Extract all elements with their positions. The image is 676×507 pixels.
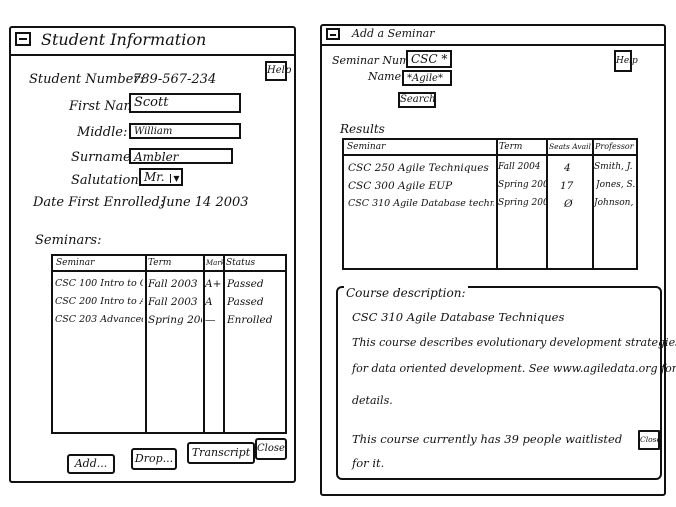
results-label: Results	[340, 122, 385, 136]
chevron-down-icon: ▼	[170, 174, 180, 183]
middle-name-field[interactable]: William	[129, 123, 241, 139]
drop-seminar-button[interactable]: Drop...	[131, 448, 177, 470]
row-status: Enrolled	[227, 314, 273, 326]
row-seminar: CSC 310 Agile Database techniques	[348, 198, 494, 209]
student-information-window: Student Information Help Student Number:…	[9, 26, 296, 483]
course-description-panel: Course description: CSC 310 Agile Databa…	[336, 286, 676, 480]
add-seminar-window: Add a Seminar Help Seminar Number: CSC *…	[320, 24, 676, 496]
seminar-number-field[interactable]: CSC *	[406, 50, 452, 68]
description-line: This course currently has 39 people wait…	[352, 432, 623, 446]
middle-label: Middle:	[77, 125, 128, 140]
row-term: Fall 2003	[148, 278, 198, 290]
row-seminar: CSC 203 Advanced AM	[55, 314, 143, 325]
salutation-dropdown[interactable]: Mr. ▼	[139, 168, 183, 186]
row-status: Passed	[227, 278, 264, 290]
close-button[interactable]: Close	[255, 438, 287, 460]
row-term: Spring 2004	[498, 198, 546, 208]
row-term: Fall 2004	[498, 162, 541, 172]
results-table[interactable]: Seminar Term Seats Avail Professor CSC 2…	[342, 138, 638, 270]
row-seats: 17	[560, 180, 574, 192]
description-line: CSC 310 Agile Database Techniques	[352, 310, 565, 324]
description-line: This course describes evolutionary devel…	[352, 336, 676, 349]
column-header-mark[interactable]: Mark	[203, 256, 223, 272]
seminar-window-titlebar: Add a Seminar	[322, 26, 664, 46]
column-header-seminar[interactable]: Seminar	[53, 256, 145, 272]
column-header-seminar[interactable]: Seminar	[344, 140, 496, 156]
description-line: details.	[352, 394, 393, 407]
seminars-table[interactable]: Seminar Term Mark Status CSC 100 Intro t…	[51, 254, 287, 434]
row-professor: Jones, S.	[596, 180, 636, 190]
name-field[interactable]: *Agile*	[402, 70, 452, 86]
salutation-label: Salutation:	[71, 173, 144, 188]
add-seminar-button[interactable]: Add...	[67, 454, 115, 474]
row-professor: Johnson, P.	[594, 198, 638, 208]
system-menu-icon[interactable]	[15, 32, 31, 46]
row-seats: Ø	[564, 198, 573, 210]
description-line: for it.	[352, 456, 385, 470]
column-header-term[interactable]: Term	[496, 140, 546, 156]
surname-field[interactable]: Ambler	[129, 148, 233, 164]
row-mark: —	[205, 314, 216, 326]
student-number-label: Student Number:	[29, 72, 144, 87]
row-seminar: CSC 250 Agile Techniques	[348, 162, 489, 174]
course-description-label: Course description:	[344, 286, 468, 300]
row-seminar: CSC 200 Intro to AM	[55, 296, 143, 307]
window-title: Add a Seminar	[352, 27, 435, 40]
row-term: Spring 2005	[498, 180, 546, 190]
student-number-value: 789-567-234	[133, 72, 217, 87]
date-first-enrolled-value: June 14 2003	[161, 195, 249, 210]
row-seminar: CSC 100 Intro to CS	[55, 278, 143, 289]
date-first-enrolled-label: Date First Enrolled:	[33, 195, 165, 210]
help-button[interactable]: Help	[265, 61, 291, 81]
row-mark: A	[205, 296, 213, 308]
close-button[interactable]: Close	[638, 430, 661, 450]
row-mark: A+	[205, 278, 222, 290]
description-line: for data oriented development. See www.a…	[352, 362, 676, 375]
first-name-label: First Name:	[69, 99, 148, 114]
name-label: Name:	[368, 70, 405, 83]
column-header-seats-avail[interactable]: Seats Avail	[546, 140, 592, 156]
column-header-term[interactable]: Term	[145, 256, 203, 272]
window-title: Student Information	[41, 30, 207, 49]
row-term: Fall 2003	[148, 296, 198, 308]
row-professor: Smith, J.	[594, 162, 633, 172]
transcript-button[interactable]: Transcript	[187, 442, 255, 464]
row-seminar: CSC 300 Agile EUP	[348, 180, 453, 192]
surname-label: Surname:	[71, 150, 136, 165]
search-button[interactable]: Search	[398, 92, 436, 108]
first-name-field[interactable]: Scott	[129, 93, 241, 113]
help-button[interactable]: Help	[614, 50, 638, 72]
column-header-professor[interactable]: Professor	[592, 140, 636, 156]
student-window-titlebar: Student Information	[11, 28, 294, 56]
seminars-label: Seminars:	[35, 233, 102, 248]
column-header-status[interactable]: Status	[223, 256, 285, 272]
system-menu-icon[interactable]	[326, 28, 340, 40]
row-seats: 4	[564, 162, 571, 174]
row-term: Spring 2004	[148, 314, 202, 326]
row-status: Passed	[227, 296, 264, 308]
salutation-value: Mr.	[144, 170, 165, 184]
